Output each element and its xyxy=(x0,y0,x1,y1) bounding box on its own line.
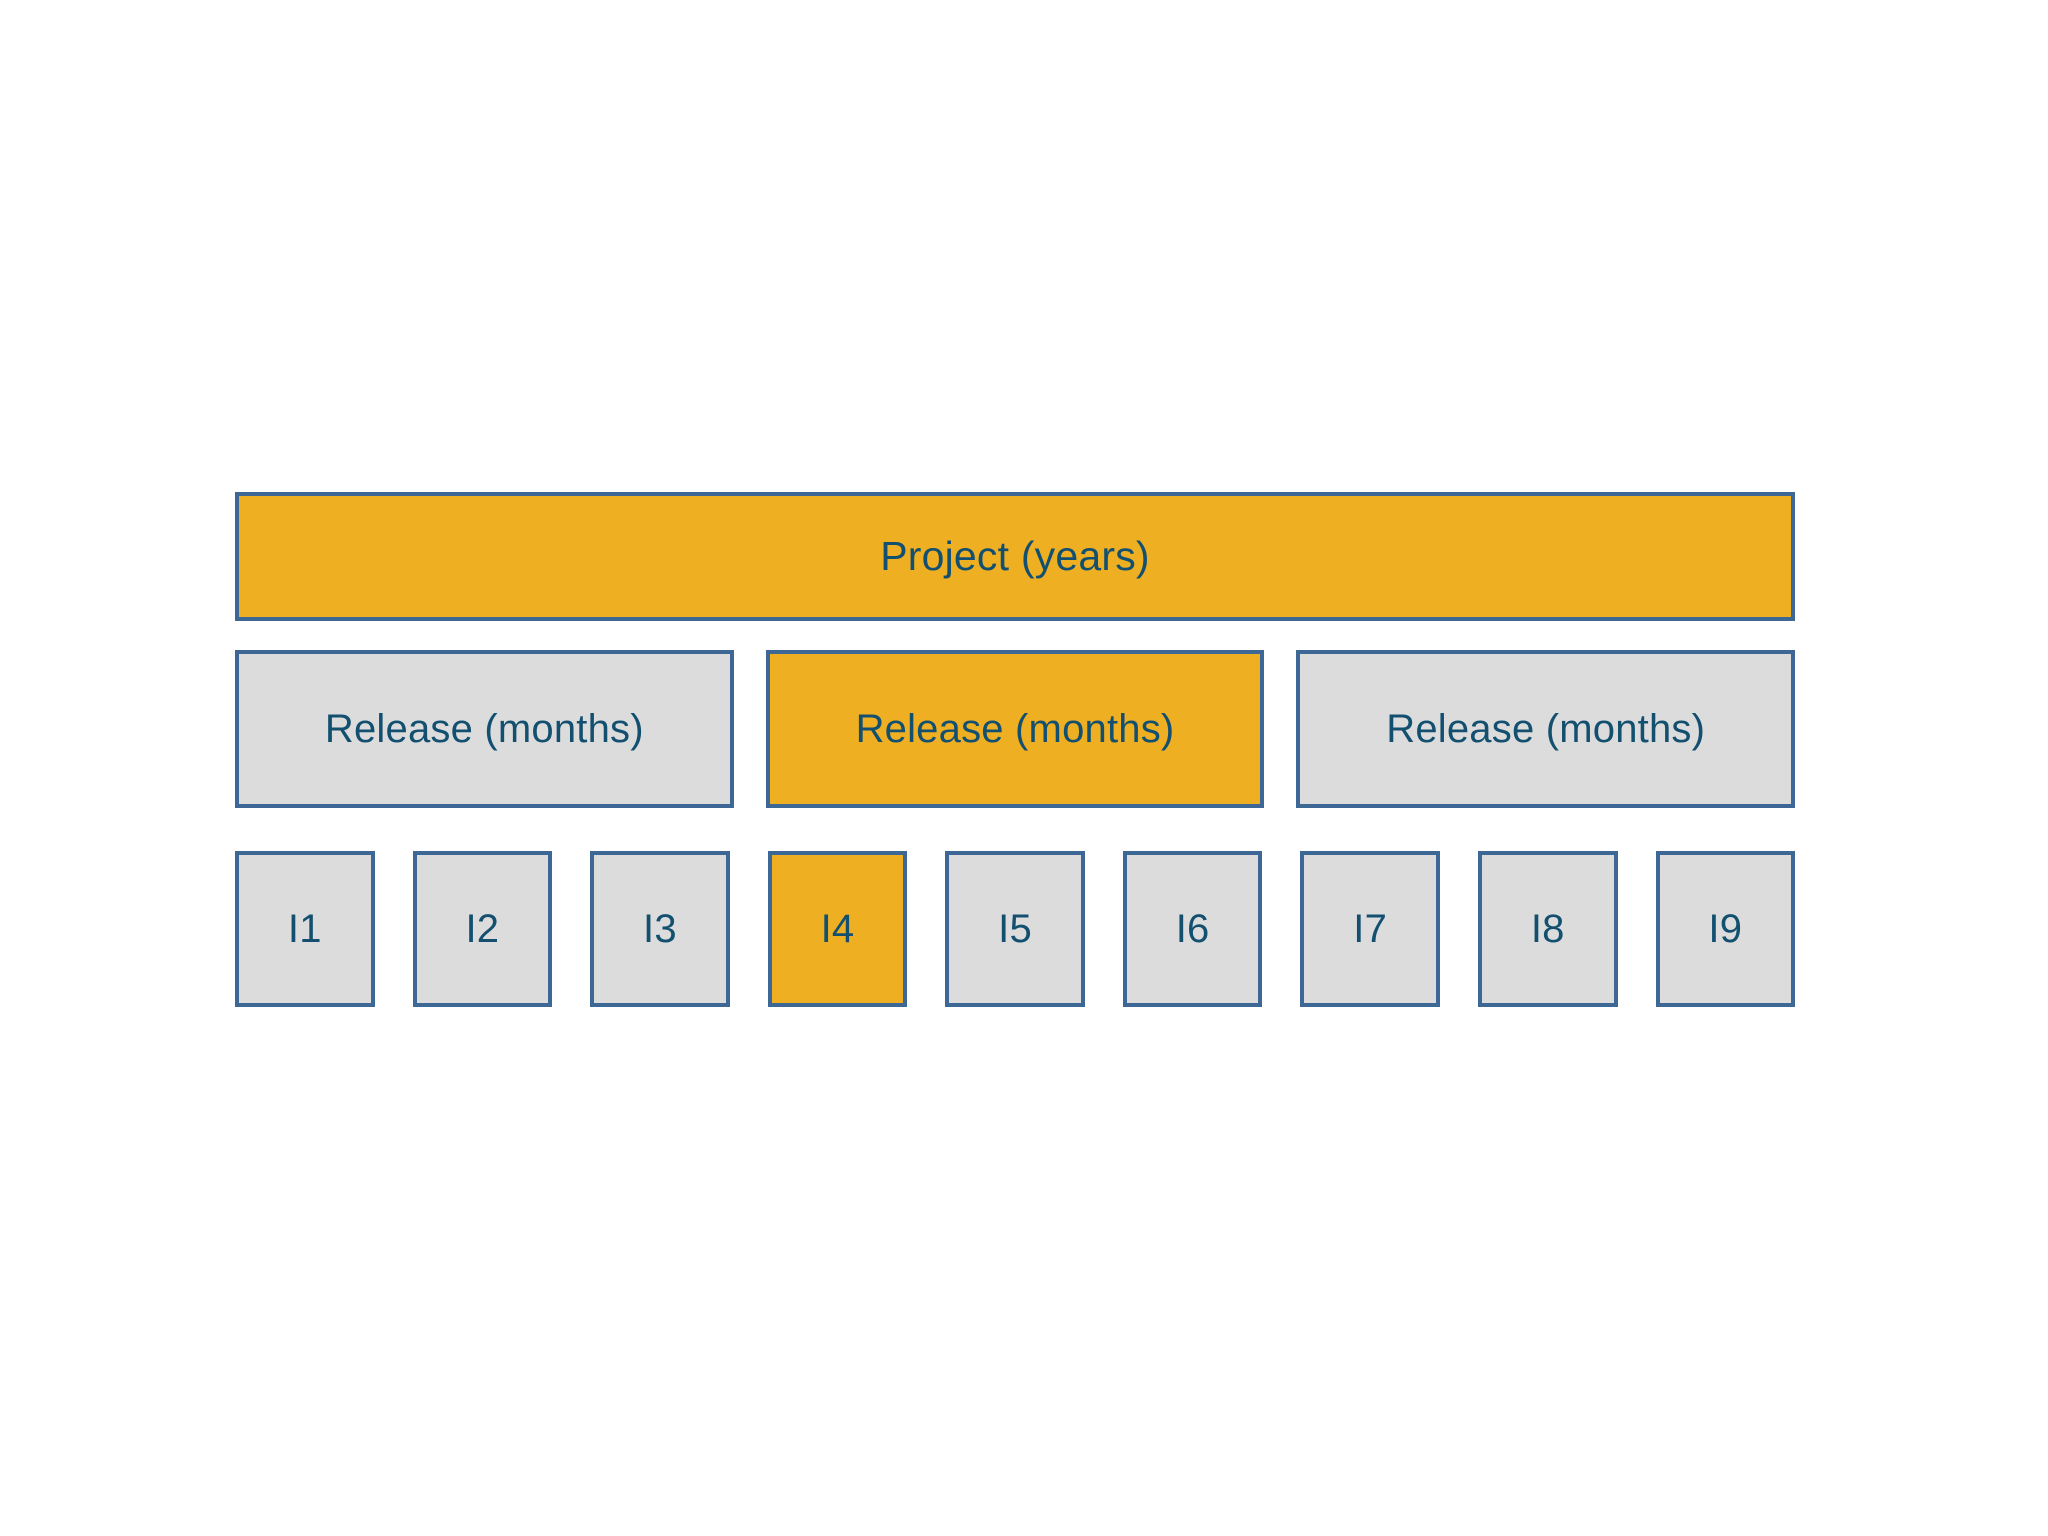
planning-hierarchy-diagram: Project (years) Release (months) Release… xyxy=(235,492,1796,1007)
iteration-box-i1[interactable]: I1 xyxy=(235,851,375,1007)
release-row: Release (months) Release (months) Releas… xyxy=(235,650,1796,808)
release-box-2[interactable]: Release (months) xyxy=(765,650,1265,808)
project-row: Project (years) xyxy=(235,492,1795,621)
iteration-box-i6[interactable]: I6 xyxy=(1122,851,1263,1007)
release-box-3[interactable]: Release (months) xyxy=(1296,650,1796,808)
iteration-box-i9[interactable]: I9 xyxy=(1655,851,1796,1007)
iteration-box-i8[interactable]: I8 xyxy=(1477,851,1618,1007)
iteration-box-i2[interactable]: I2 xyxy=(412,851,553,1007)
iteration-row: I1 I2 I3 I4 I5 I6 I7 I8 I9 xyxy=(235,851,1796,1007)
iteration-box-i3[interactable]: I3 xyxy=(590,851,730,1007)
iteration-box-i7[interactable]: I7 xyxy=(1300,851,1440,1007)
release-box-1[interactable]: Release (months) xyxy=(235,650,734,808)
iteration-box-i4[interactable]: I4 xyxy=(767,851,908,1007)
project-bar[interactable]: Project (years) xyxy=(235,492,1795,621)
iteration-box-i5[interactable]: I5 xyxy=(945,851,1085,1007)
